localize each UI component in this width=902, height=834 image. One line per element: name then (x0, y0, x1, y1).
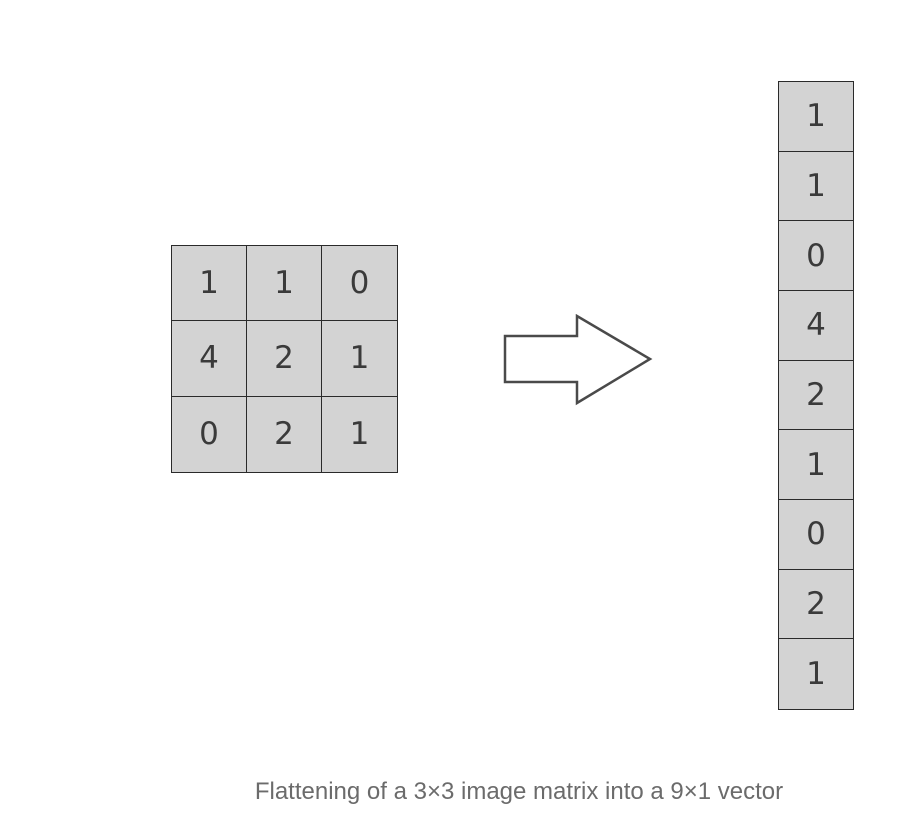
matrix-cell: 1 (247, 246, 322, 322)
vector-cell: 1 (779, 430, 853, 500)
vector-cell: 2 (779, 360, 853, 431)
matrix-cell: 4 (172, 321, 247, 397)
matrix-cell: 2 (247, 396, 322, 472)
vector-cell: 2 (779, 569, 853, 640)
vector-cell: 0 (779, 221, 853, 291)
output-vector-9x1: 1 1 0 4 2 1 0 2 1 (778, 81, 854, 710)
matrix-cell: 0 (322, 246, 397, 322)
vector-cell: 1 (779, 639, 853, 709)
vector-cell: 0 (779, 499, 853, 570)
vector-cell: 1 (779, 151, 853, 222)
vector-cell: 1 (779, 82, 853, 152)
vector-cell: 4 (779, 290, 853, 361)
matrix-cell: 0 (172, 396, 247, 472)
matrix-cell: 2 (247, 321, 322, 397)
matrix-cell: 1 (322, 396, 397, 472)
figure-caption: Flattening of a 3×3 image matrix into a … (254, 778, 784, 805)
matrix-cell: 1 (322, 321, 397, 397)
input-matrix-3x3: 1 1 0 4 2 1 0 2 1 (171, 245, 398, 473)
matrix-cell: 1 (172, 246, 247, 322)
right-arrow-icon (503, 314, 653, 406)
